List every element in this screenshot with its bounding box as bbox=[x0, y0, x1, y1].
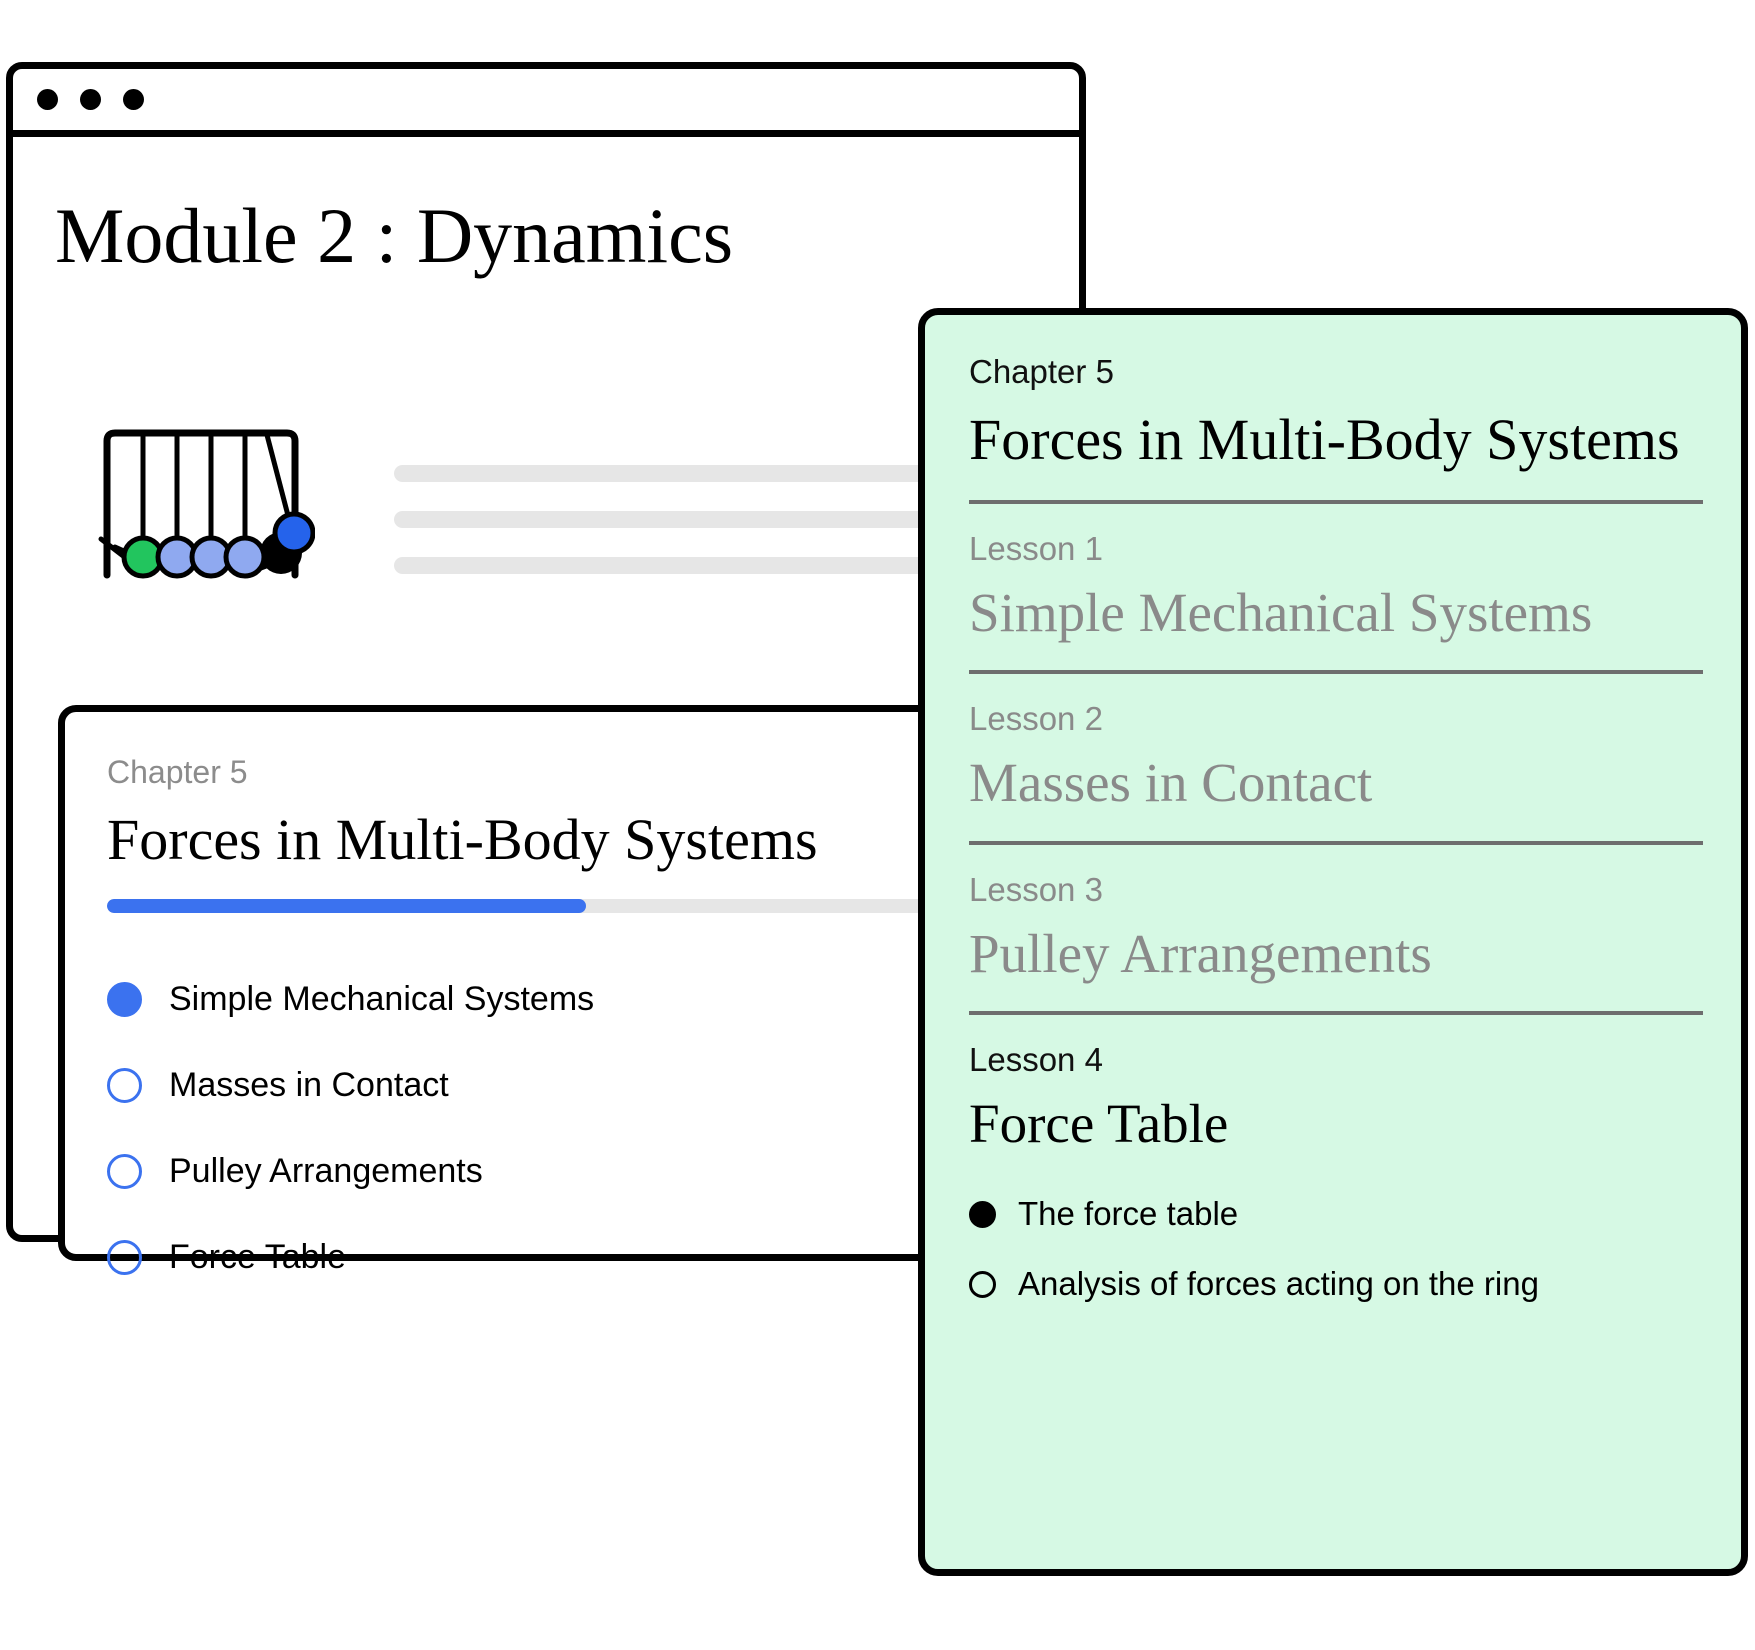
divider bbox=[969, 499, 1703, 504]
progress-bar-fill bbox=[107, 898, 586, 913]
list-item[interactable]: Analysis of forces acting on the ring bbox=[969, 1249, 1703, 1319]
panel-lesson-2[interactable]: Lesson 2 Masses in Contact bbox=[969, 674, 1703, 812]
lesson-title: Force Table bbox=[969, 1092, 1229, 1154]
radio-empty-icon[interactable] bbox=[107, 1068, 142, 1104]
lesson-label: Simple Mechanical Systems bbox=[169, 980, 595, 1019]
radio-filled-icon[interactable] bbox=[969, 1200, 996, 1228]
lesson-label: Force Table bbox=[169, 1238, 347, 1277]
close-dot-icon[interactable] bbox=[37, 89, 58, 110]
list-item[interactable]: Pulley Arrangements bbox=[107, 1129, 1061, 1215]
panel-lesson-3[interactable]: Lesson 3 Pulley Arrangements bbox=[969, 845, 1703, 983]
lesson-title: Pulley Arrangements bbox=[969, 922, 1432, 984]
list-item[interactable]: Masses in Contact bbox=[107, 1043, 1061, 1129]
newtons-cradle-icon bbox=[95, 427, 316, 587]
divider bbox=[969, 1010, 1703, 1015]
list-item[interactable]: Force Table bbox=[107, 1215, 1061, 1301]
panel-lesson-4[interactable]: Lesson 4 Force Table The force table Ana… bbox=[969, 1015, 1703, 1319]
placeholder-bar bbox=[394, 511, 1034, 528]
subitem-label: The force table bbox=[1018, 1195, 1239, 1233]
browser-window: Module 2 : Dynamics bbox=[6, 62, 1086, 1276]
lesson-number: Lesson 3 bbox=[969, 870, 1103, 908]
maximize-dot-icon[interactable] bbox=[123, 89, 144, 110]
list-item[interactable]: The force table bbox=[969, 1179, 1703, 1249]
divider bbox=[969, 840, 1703, 845]
chapter-eyebrow: Chapter 5 bbox=[107, 754, 248, 790]
page-title: Module 2 : Dynamics bbox=[55, 192, 734, 279]
chapter-title: Forces in Multi-Body Systems bbox=[107, 807, 818, 872]
lesson-title: Masses in Contact bbox=[969, 752, 1373, 814]
chapter-card[interactable]: Chapter 5 Forces in Multi-Body Systems S… bbox=[58, 705, 1068, 1276]
panel-chapter-eyebrow: Chapter 5 bbox=[969, 353, 1114, 390]
text-placeholder-bars bbox=[394, 465, 1034, 603]
lesson-label: Pulley Arrangements bbox=[169, 1152, 483, 1191]
divider bbox=[969, 670, 1703, 675]
minimize-dot-icon[interactable] bbox=[80, 89, 101, 110]
window-body: Module 2 : Dynamics bbox=[13, 137, 1079, 1276]
chapter-detail-panel[interactable]: Chapter 5 Forces in Multi-Body Systems L… bbox=[918, 308, 1748, 1576]
lesson-number: Lesson 2 bbox=[969, 700, 1103, 738]
lesson-subitem-list: The force table Analysis of forces actin… bbox=[969, 1179, 1703, 1319]
lesson-label: Masses in Contact bbox=[169, 1066, 449, 1105]
progress-bar bbox=[107, 898, 977, 913]
radio-filled-icon[interactable] bbox=[107, 982, 142, 1018]
lesson-title: Simple Mechanical Systems bbox=[969, 581, 1593, 643]
radio-empty-icon[interactable] bbox=[969, 1270, 996, 1298]
radio-empty-icon[interactable] bbox=[107, 1240, 142, 1276]
subitem-label: Analysis of forces acting on the ring bbox=[1018, 1265, 1539, 1303]
window-titlebar bbox=[13, 69, 1079, 137]
list-item[interactable]: Simple Mechanical Systems bbox=[107, 957, 1061, 1043]
panel-chapter-title: Forces in Multi-Body Systems bbox=[969, 407, 1680, 472]
placeholder-bar bbox=[394, 557, 1034, 574]
radio-empty-icon[interactable] bbox=[107, 1154, 142, 1190]
lesson-number: Lesson 4 bbox=[969, 1040, 1103, 1078]
panel-lesson-1[interactable]: Lesson 1 Simple Mechanical Systems bbox=[969, 504, 1703, 642]
lesson-number: Lesson 1 bbox=[969, 529, 1103, 567]
placeholder-bar bbox=[394, 465, 1034, 482]
lesson-list: Simple Mechanical Systems Masses in Cont… bbox=[107, 957, 1061, 1301]
